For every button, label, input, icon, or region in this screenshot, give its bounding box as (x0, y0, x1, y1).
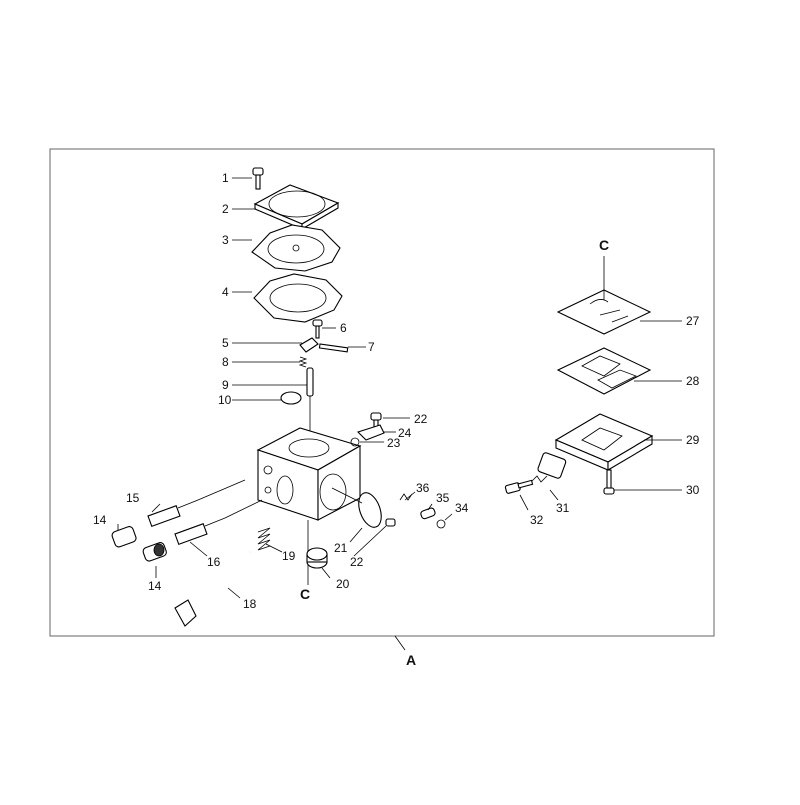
part-34-oring (436, 519, 446, 529)
part-6-screw (312, 319, 323, 339)
callout-29: 29 (686, 433, 700, 447)
callout-15: 15 (126, 491, 140, 505)
callout-3: 3 (222, 233, 229, 247)
callout-16: 16 (207, 555, 221, 569)
part-20-filter (306, 547, 328, 569)
callout-23: 23 (387, 436, 401, 450)
callout-2: 2 (222, 202, 229, 216)
callout-34: 34 (455, 501, 469, 515)
part-35-pin (420, 507, 436, 520)
callout-9: 9 (222, 378, 229, 392)
carburetor-body (256, 427, 362, 585)
callout-6: 6 (340, 321, 347, 335)
part-19-spring (257, 527, 271, 551)
callout-7: 7 (368, 340, 375, 354)
part-7-pin (318, 343, 349, 353)
diagram-frame (49, 148, 715, 637)
part-21-choke-plate (331, 487, 382, 528)
part-1-screw (252, 167, 264, 190)
callout-c-bottom: C (300, 586, 310, 602)
callout-24: 24 (398, 426, 412, 440)
callout-28: 28 (686, 374, 700, 388)
part-4-gasket (253, 273, 343, 323)
callout-18: 18 (243, 597, 257, 611)
part-30-screw (603, 469, 615, 495)
part-16-adjust-needle (174, 517, 226, 546)
frame-label-a: A (406, 652, 416, 668)
callout-32: 32 (530, 513, 544, 527)
part-36-spring (399, 493, 413, 501)
part-23-ring (350, 437, 360, 447)
part-3-diaphragm (251, 224, 341, 272)
part-31-spring (530, 452, 567, 483)
part-5-lever (299, 337, 319, 353)
part-18-throttle-shaft (174, 550, 252, 627)
callout-5: 5 (222, 336, 229, 350)
part-32-screw (504, 479, 534, 494)
part-27-gasket (556, 289, 652, 335)
callout-20: 20 (336, 577, 350, 591)
part-29-pump-cover (554, 413, 654, 471)
part-9-needle (306, 367, 314, 440)
callout-30: 30 (686, 483, 700, 497)
callout-31: 31 (556, 501, 570, 515)
part-14-cap-right (142, 542, 167, 562)
callout-10: 10 (218, 393, 232, 407)
leader-lines (117, 177, 682, 599)
part-15-adjust-needle (147, 499, 199, 528)
callout-36: 36 (416, 481, 430, 495)
callout-8: 8 (222, 355, 229, 369)
part-22-screw-lower (385, 518, 396, 527)
callout-c-right: C (599, 237, 609, 253)
callout-14-right: 14 (148, 579, 162, 593)
callout-27: 27 (686, 314, 700, 328)
part-24-clip (356, 424, 385, 441)
part-28-diaphragm (556, 347, 652, 395)
callout-4: 4 (222, 285, 229, 299)
part-8-spring (298, 356, 308, 368)
callout-labels: 1 2 3 4 5 6 7 8 9 10 14 14 15 16 18 19 2… (93, 171, 700, 668)
part-10-plug (280, 391, 302, 405)
callout-14-left: 14 (93, 513, 107, 527)
callout-19: 19 (282, 549, 296, 563)
callout-22-lower: 22 (350, 555, 364, 569)
callout-22-upper: 22 (414, 412, 428, 426)
part-2-cover-plate (253, 184, 340, 230)
callout-21: 21 (334, 541, 348, 555)
callout-1: 1 (222, 171, 229, 185)
callout-35: 35 (436, 491, 450, 505)
part-14-cap-left (111, 526, 137, 548)
